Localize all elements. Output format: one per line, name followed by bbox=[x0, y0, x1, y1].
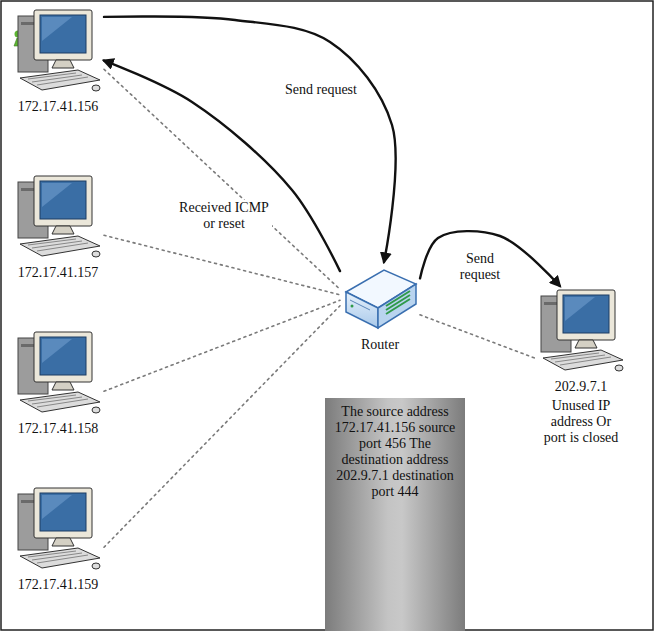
client-computer: 172.17.41.159 bbox=[12, 484, 104, 593]
computer-symbol bbox=[18, 332, 100, 413]
ip-label: 172.17.41.158 bbox=[18, 421, 99, 437]
target-label: 202.9.7.1 bbox=[555, 379, 608, 395]
request-arrow bbox=[104, 17, 396, 262]
computer-icon bbox=[535, 286, 627, 376]
ip-label: 172.17.41.159 bbox=[18, 577, 99, 593]
network-link bbox=[104, 235, 340, 295]
computer-symbol bbox=[541, 290, 623, 371]
computer-icon bbox=[12, 172, 104, 262]
client-computer: 172.17.41.158 bbox=[12, 328, 104, 437]
network-link bbox=[420, 315, 535, 358]
network-link bbox=[104, 69, 340, 289]
request-arrow bbox=[420, 231, 560, 286]
network-link bbox=[104, 306, 340, 548]
packet-info-box: The source address 172.17.41.156 source … bbox=[325, 398, 465, 631]
target-computer: 202.9.7.1Unused IP address Or port is cl… bbox=[535, 286, 627, 446]
network-link bbox=[104, 300, 340, 391]
computer-icon bbox=[12, 6, 104, 96]
target-label: Unused IP address Or port is closed bbox=[541, 398, 621, 446]
computer-symbol bbox=[18, 488, 100, 569]
computer-symbol bbox=[18, 176, 100, 257]
router-symbol bbox=[346, 270, 416, 328]
client-computer: 172.17.41.157 bbox=[12, 172, 104, 281]
ip-label: Router bbox=[361, 337, 399, 353]
router-icon bbox=[340, 262, 420, 334]
client-computer: 172.17.41.156 bbox=[12, 6, 104, 115]
computer-symbol bbox=[18, 10, 100, 91]
edge-label: Send request bbox=[449, 251, 511, 283]
computer-icon bbox=[12, 484, 104, 574]
ip-label: 172.17.41.157 bbox=[18, 265, 99, 281]
ip-label: 172.17.41.156 bbox=[18, 99, 99, 115]
computer-icon bbox=[12, 328, 104, 418]
edge-label: Received ICMP or reset bbox=[176, 200, 272, 232]
packet-info-text: The source address 172.17.41.156 source … bbox=[334, 404, 456, 501]
edge-label: Send request bbox=[283, 82, 359, 98]
router-icon: Router bbox=[340, 262, 420, 353]
